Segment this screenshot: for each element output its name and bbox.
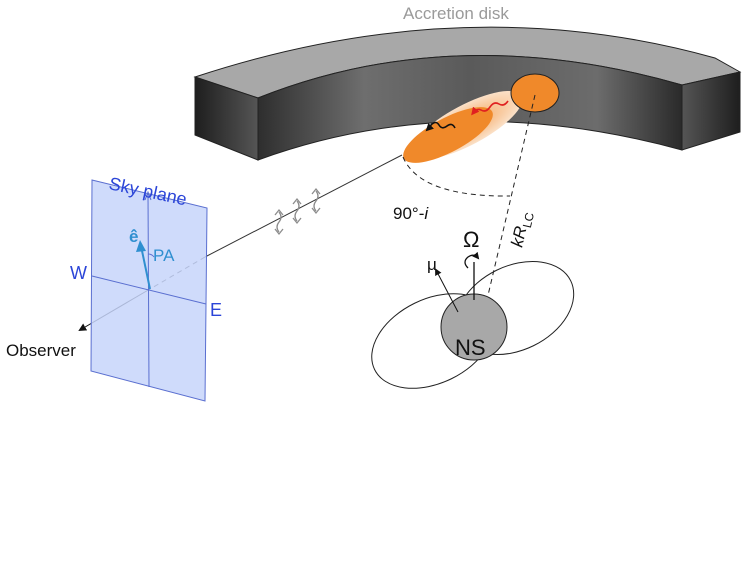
omega-label: Ω: [463, 227, 479, 252]
hotspot-circle: [510, 73, 560, 113]
emission-region: [403, 73, 560, 163]
accretion-disk-label: Accretion disk: [403, 4, 509, 23]
pa-label: PA: [153, 246, 175, 265]
light-cylinder-label: kRLC: [507, 209, 537, 249]
photon-red-wave: [471, 100, 509, 116]
hotspot-blob: [403, 107, 493, 163]
rotation-arrow-icon: [464, 251, 480, 269]
neutron-star-label: NS: [455, 335, 486, 360]
observer-label: Observer: [6, 341, 76, 360]
pa-angle-arc: [147, 253, 155, 258]
inclination-angle-label: 90°-i: [393, 204, 429, 223]
inclination-angle-arc: [402, 156, 511, 197]
line-of-sight-solid: [204, 154, 403, 258]
polarization-arrow: [311, 187, 321, 215]
sky-plane-ew-axis: [91, 275, 207, 305]
mu-label: μ: [427, 255, 437, 274]
polarization-arrows: [274, 187, 321, 236]
polarization-arrow: [274, 208, 284, 236]
angle-prefix: 90°-: [393, 204, 424, 223]
r-symbol: R: [509, 224, 530, 240]
photon-black-wave: [425, 121, 456, 132]
disk-left-end: [194, 76, 259, 161]
e-hat-vector: [140, 245, 151, 290]
polarization-arrow: [292, 197, 302, 225]
magnetic-moment-vector: [435, 268, 459, 313]
angle-i: i: [424, 204, 429, 223]
west-label: W: [70, 263, 87, 283]
lc-subscript: LC: [520, 211, 537, 229]
e-hat-label: ê: [129, 227, 138, 246]
sky-plane: [90, 179, 208, 402]
e-hat-arrowhead: [136, 240, 146, 252]
sky-plane-north-arrowhead: [144, 190, 152, 201]
neutron-star-system: [371, 251, 575, 389]
east-label: E: [210, 300, 222, 320]
disk-right-end: [681, 71, 741, 151]
